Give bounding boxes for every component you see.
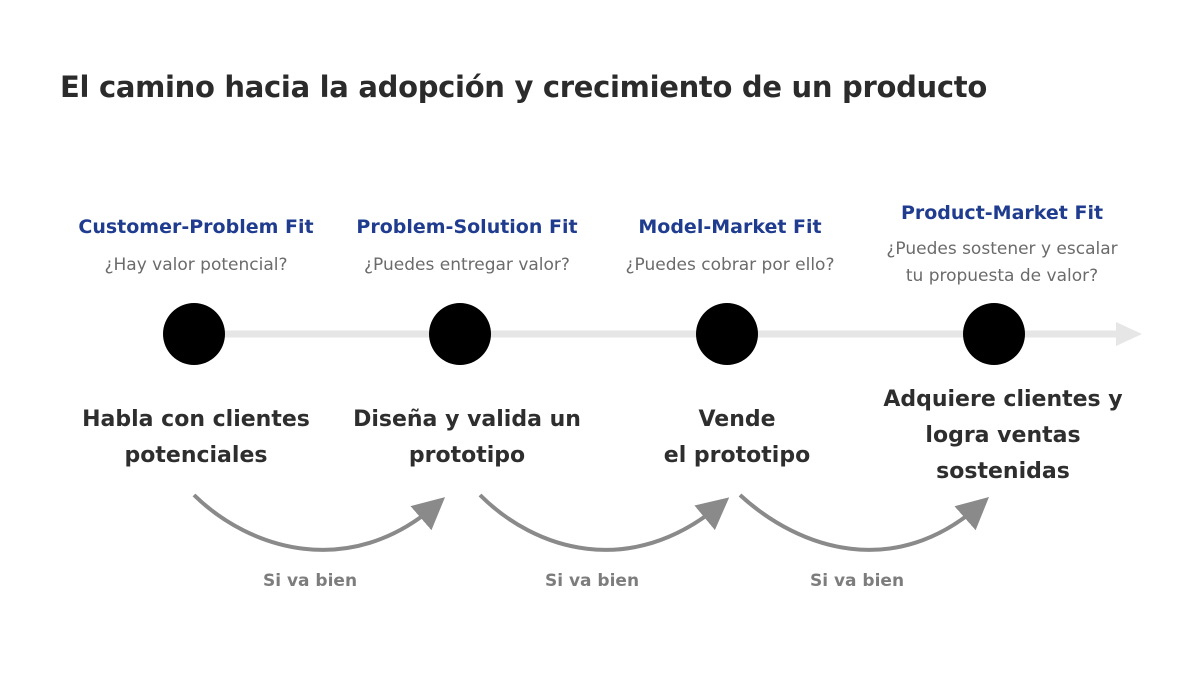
page-title: El camino hacia la adopción y crecimient… xyxy=(60,70,987,104)
curve-arrow-3 xyxy=(738,493,990,552)
stage-node-4 xyxy=(963,303,1025,365)
stage-node-3 xyxy=(696,303,758,365)
timeline-arrowhead xyxy=(1116,322,1142,346)
connector-label-1: Si va bien xyxy=(262,571,358,591)
stage-question-1: ¿Hay valor potencial? xyxy=(104,255,288,275)
stage-node-2 xyxy=(429,303,491,365)
stage-question-3: ¿Puedes cobrar por ello? xyxy=(625,255,835,275)
stage-label-customer-problem-fit: Customer-Problem Fit xyxy=(78,216,314,238)
stage-label-product-market-fit: Product-Market Fit xyxy=(900,202,1104,224)
curve-arrow-2 xyxy=(478,493,730,552)
stage-question-2: ¿Puedes entregar valor? xyxy=(364,255,570,275)
connector-label-2: Si va bien xyxy=(544,571,640,591)
stage-label-problem-solution-fit: Problem-Solution Fit xyxy=(356,216,578,238)
stage-node-1 xyxy=(163,303,225,365)
curve-arrow-1 xyxy=(192,493,446,552)
connector-label-3: Si va bien xyxy=(809,571,905,591)
stage-label-model-market-fit: Model-Market Fit xyxy=(638,216,822,238)
